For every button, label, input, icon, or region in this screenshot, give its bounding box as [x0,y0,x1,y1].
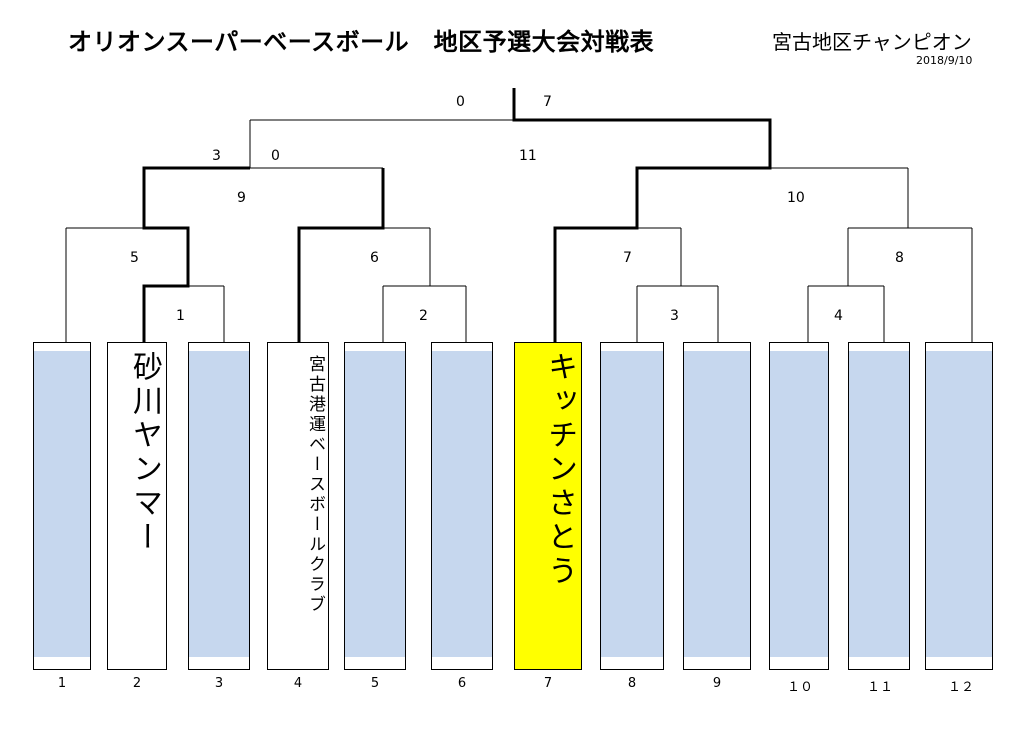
score-final-right: 7 [543,94,552,110]
team-number: 3 [214,676,224,691]
team-slot-12 [925,342,993,670]
date-label: 2018/9/10 [916,54,973,67]
team-slot-4: 宮古港運ベースボールクラブ [267,342,329,670]
winner-path-team4 [297,168,385,342]
score-match-10: 10 [787,190,805,206]
team-slot-9 [683,342,751,670]
team-name: 砂川ヤンマー [127,351,162,555]
score-match-2: 2 [419,308,428,324]
score-semi1-left: 3 [212,148,221,164]
team-slot-1 [33,342,91,670]
score-match-4: 4 [834,308,843,324]
team-slot-10 [769,342,829,670]
team-slot-6 [431,342,493,670]
score-match-1: 1 [176,308,185,324]
score-semi1-right: 0 [271,148,280,164]
team-slot-5 [344,342,406,670]
winner-path-team7 [512,88,772,342]
champion-label: 宮古地区チャンピオン [772,30,972,54]
score-final-left: 0 [456,94,465,110]
score-match-8: 8 [895,250,904,266]
team-slot-7: キッチンさとう [514,342,582,670]
team-number: １０ [786,680,813,695]
team-name: キッチンさとう [542,351,577,589]
team-slot-2: 砂川ヤンマー [107,342,167,670]
team-slot-8 [600,342,664,670]
team-number: 6 [457,676,467,691]
team-slot-3 [188,342,250,670]
team-number: 4 [293,676,303,691]
score-match-7: 7 [623,250,632,266]
score-match-9: 9 [237,190,246,206]
team-number: 1 [57,676,67,691]
page-title: オリオンスーパーベースボール 地区予選大会対戦表 [68,28,655,56]
score-match-3: 3 [670,308,679,324]
team-number: 5 [370,676,380,691]
team-number: １２ [947,680,974,695]
score-match-11: 11 [519,148,537,164]
team-number: 7 [543,676,553,691]
team-number: 8 [627,676,637,691]
score-match-5: 5 [130,250,139,266]
team-number: １１ [866,680,893,695]
team-number: 9 [712,676,722,691]
winner-path-team2 [142,166,250,342]
team-name: 宮古港運ベースボールクラブ [305,355,325,615]
team-number: 2 [132,676,142,691]
team-slot-11 [848,342,910,670]
score-match-6: 6 [370,250,379,266]
